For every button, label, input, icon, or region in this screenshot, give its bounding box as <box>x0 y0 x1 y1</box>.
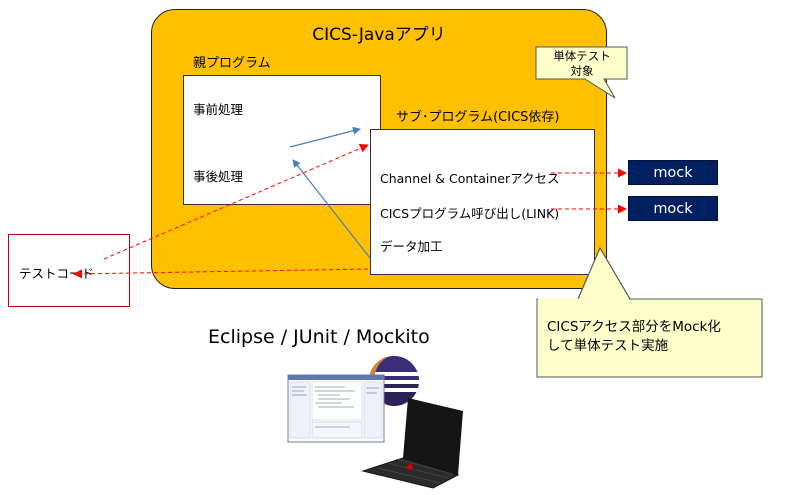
tools-title: Eclipse / JUnit / Mockito <box>208 326 430 348</box>
callout-large-shape <box>536 246 763 378</box>
app-title: CICS-Javaアプリ <box>312 25 446 45</box>
test-arrow-to-sub <box>103 144 369 260</box>
flow-arrow-to-sub <box>289 126 361 148</box>
ide-screenshot-icon <box>287 374 385 443</box>
test-arrow-to-testcode <box>73 268 369 279</box>
parent-program-label: 親プログラム <box>193 56 271 71</box>
laptop-icon <box>361 398 463 489</box>
mock-box-channel: mock <box>628 160 718 185</box>
sub-program-box <box>370 129 595 275</box>
callout-large-line1: CICSアクセス部分をMock化 <box>547 319 721 335</box>
test-code-box: テストコード <box>8 234 130 307</box>
flow-arrow-return <box>292 159 371 259</box>
post-process-label: 事後処理 <box>193 169 244 184</box>
sub-item-channel-container: Channel & Containerアクセス <box>380 171 560 186</box>
mock-box-link: mock <box>628 196 718 221</box>
sub-program-label: サブ･プログラム(CICS依存) <box>396 110 560 125</box>
pre-process-label: 事前処理 <box>193 102 244 117</box>
callout-small-line1: 単体テスト <box>553 49 611 63</box>
callout-large-line2: して単体テスト実施 <box>547 338 669 354</box>
sub-item-cics-link: CICSプログラム呼び出し(LINK) <box>380 206 560 221</box>
callout-small-line2: 対象 <box>571 64 594 78</box>
callout-small-shape <box>535 46 628 99</box>
sub-item-data-processing: データ加工 <box>380 239 443 254</box>
